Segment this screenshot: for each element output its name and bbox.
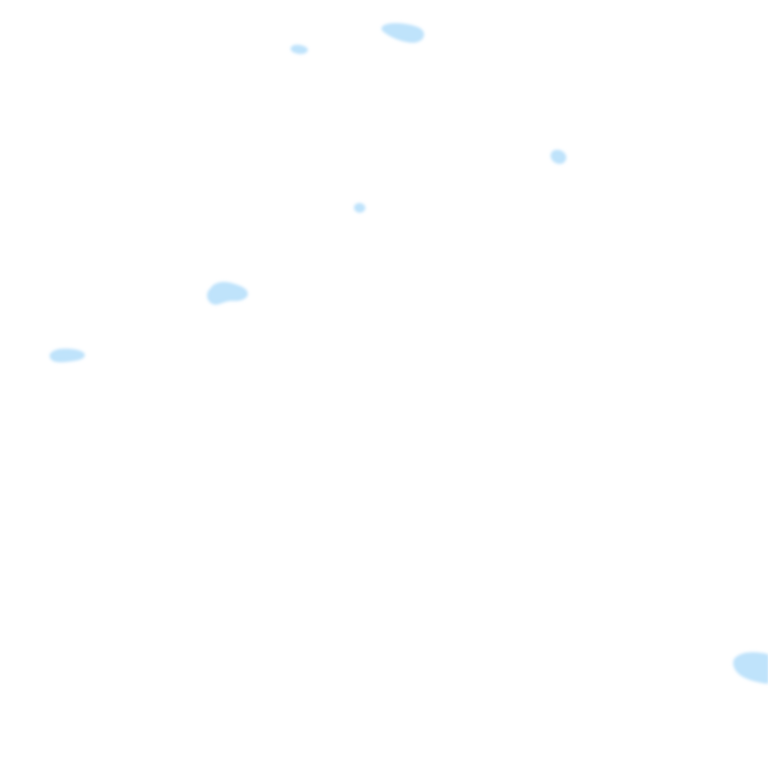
water-body-left-center [207, 282, 248, 305]
water-body-left-edge [49, 348, 85, 363]
water-body-center-small [354, 203, 366, 213]
water-body-top-center [381, 23, 424, 43]
water-layer [49, 23, 768, 684]
water-body-bottom-right [733, 652, 768, 684]
water-body-upper-right [550, 150, 566, 164]
water-body-top-small [290, 45, 308, 54]
